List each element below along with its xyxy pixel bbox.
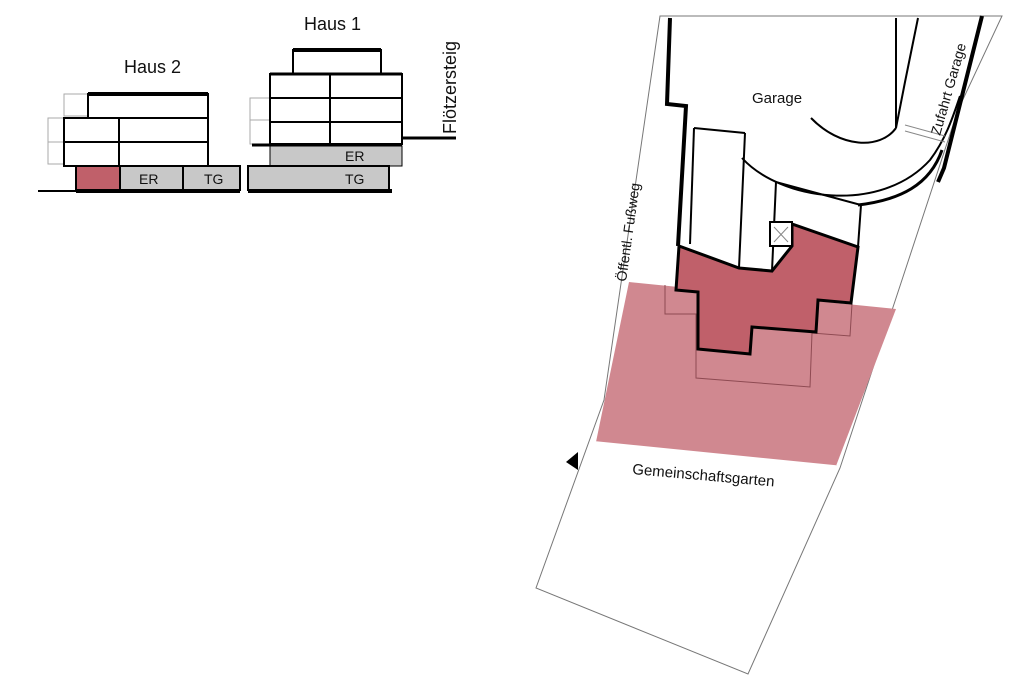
driveway-wall-inner: [904, 124, 946, 137]
highlighted-unit-section: [75, 165, 121, 191]
driveway-wall: [895, 17, 919, 129]
floor: [269, 121, 403, 145]
garage-label: Garage: [752, 90, 802, 107]
footpath-label: Öffentl. Fußweg: [612, 182, 643, 283]
floor: [63, 117, 209, 143]
garage-h1: [247, 165, 390, 191]
garage-curve: [741, 95, 961, 197]
floor: [63, 141, 209, 167]
site-plan: Garage Zufahrt Garage Öffentl. Fußweg Ge…: [535, 15, 1003, 675]
storage-label-h2: ER: [139, 171, 158, 187]
garden-label: Gemeinschaftsgarten: [632, 461, 776, 490]
garage-ramp-curve: [857, 149, 944, 207]
floor: [292, 49, 382, 75]
elevator-cross: [773, 226, 789, 243]
garden-border: [595, 441, 837, 467]
building-wall: [693, 127, 746, 134]
garage-label-h2: TG: [204, 171, 223, 187]
storage-room-h1: [269, 145, 403, 167]
balcony: [63, 93, 89, 117]
plot-outline: [535, 15, 1003, 675]
building-wall: [689, 127, 695, 245]
house-1-title: Haus 1: [304, 14, 361, 34]
floor: [269, 97, 403, 123]
garage-label-h1: TG: [345, 171, 364, 187]
garage-entry-curve: [810, 117, 897, 144]
house-2-section: Haus 2 ER TG: [47, 57, 241, 193]
floor: [87, 93, 209, 119]
balcony: [249, 119, 271, 145]
floor: [269, 73, 403, 99]
street-label: Flötzersteig: [440, 41, 460, 134]
entrance-arrow-icon: [566, 452, 578, 470]
highlighted-unit-plan: [674, 221, 860, 356]
garage-h2: [182, 165, 241, 191]
terrace-outline: [664, 285, 853, 388]
house-1-section: Haus 1 ER TG: [247, 14, 403, 193]
driveway-wall-inner: [904, 130, 946, 143]
balcony: [249, 97, 271, 121]
garden-highlight: [596, 282, 896, 466]
building-outline: [664, 17, 689, 247]
driveway-wall-outer: [936, 15, 984, 183]
house-2-title: Haus 2: [124, 57, 181, 77]
building-section: Haus 2 ER TG Haus 1 ER TG: [38, 14, 460, 193]
storage-label-h1: ER: [345, 148, 364, 164]
